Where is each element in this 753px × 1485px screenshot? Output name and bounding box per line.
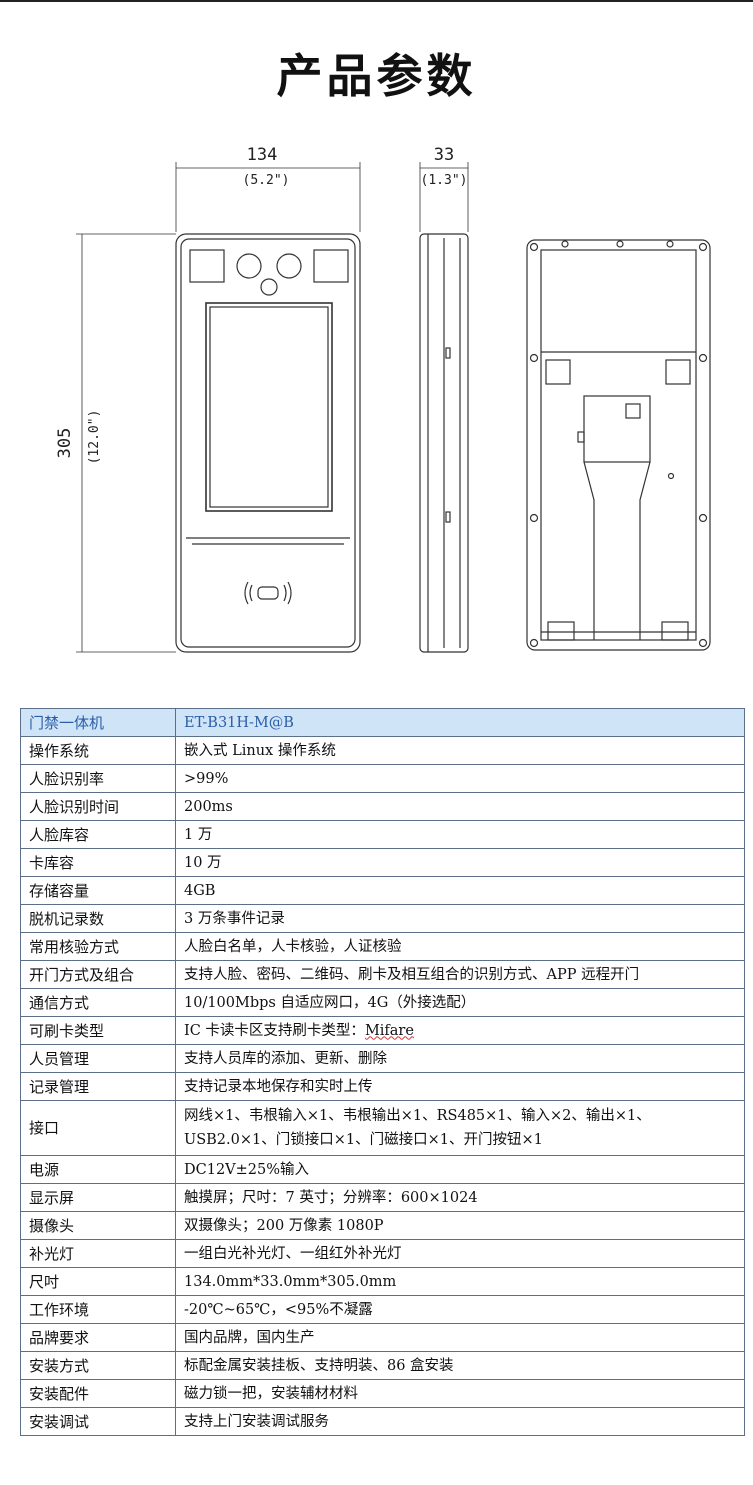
spec-label: 存储容量 [20, 876, 176, 905]
spec-value-card-type: Mifare [364, 1022, 414, 1039]
page-title: 产品参数 [276, 49, 477, 103]
spec-value: 支持人脸、密码、二维码、刷卡及相互组合的识别方式、APP 远程开门 [175, 960, 745, 989]
spec-value: 1 万 [175, 820, 745, 849]
table-row: 电源 DC12V±25%输入 [20, 1155, 745, 1184]
table-row: 安装配件 磁力锁一把，安装辅材材料 [20, 1379, 745, 1408]
spec-value: -20℃~65℃，<95%不凝露 [175, 1295, 745, 1324]
spec-label: 摄像头 [20, 1211, 176, 1240]
spec-value: 双摄像头；200 万像素 1080P [175, 1211, 745, 1240]
spec-label: 可刷卡类型 [20, 1016, 176, 1045]
spec-value: 国内品牌，国内生产 [175, 1323, 745, 1352]
spec-value: >99% [175, 764, 745, 793]
back-view [526, 239, 711, 651]
spec-label: 尺吋 [20, 1267, 176, 1296]
spec-label: 人脸识别率 [20, 764, 176, 793]
spec-value: 支持上门安装调试服务 [175, 1407, 745, 1436]
spec-value: IC 卡读卡区支持刷卡类型：Mifare [175, 1016, 745, 1045]
spec-label: 安装方式 [20, 1351, 176, 1380]
depth-in-label: (1.3") [421, 173, 468, 188]
spec-value: 标配金属安装挂板、支持明装、86 盒安装 [175, 1351, 745, 1380]
spec-value: 10/100Mbps 自适应网口，4G（外接选配） [175, 988, 745, 1017]
spec-value: DC12V±25%输入 [175, 1155, 745, 1184]
technical-drawing: 134 (5.2") 305 (12.0") 33 (1.3") [55, 145, 711, 653]
table-row: 摄像头 双摄像头；200 万像素 1080P [20, 1211, 745, 1240]
spec-label: 人脸库容 [20, 820, 176, 849]
table-row: 补光灯 一组白光补光灯、一组红外补光灯 [20, 1239, 745, 1268]
spec-value: 嵌入式 Linux 操作系统 [175, 736, 745, 765]
width-in-label: (5.2") [243, 173, 290, 188]
height-mm-label: 305 [55, 428, 75, 459]
spec-value: 200ms [175, 792, 745, 821]
table-row: 安装调试 支持上门安装调试服务 [20, 1407, 745, 1436]
front-view [76, 162, 361, 653]
table-row: 存储容量 4GB [20, 876, 745, 905]
spec-value: 4GB [175, 876, 745, 905]
top-rule [0, 0, 753, 2]
spec-label: 接口 [20, 1100, 176, 1156]
height-in-label: (12.0") [87, 410, 102, 465]
table-row: 人员管理 支持人员库的添加、更新、删除 [20, 1044, 745, 1073]
table-row: 安装方式 标配金属安装挂板、支持明装、86 盒安装 [20, 1351, 745, 1380]
spec-header-row: 门禁一体机 ET-B31H-M@B [20, 708, 745, 737]
table-row: 人脸识别时间 200ms [20, 792, 745, 821]
spec-label: 常用核验方式 [20, 932, 176, 961]
spec-label: 品牌要求 [20, 1323, 176, 1352]
spec-header-label: 门禁一体机 [20, 708, 176, 737]
spec-label: 安装调试 [20, 1407, 176, 1436]
spec-value: 一组白光补光灯、一组红外补光灯 [175, 1239, 745, 1268]
spec-label: 补光灯 [20, 1239, 176, 1268]
spec-label: 脱机记录数 [20, 904, 176, 933]
table-row: 人脸库容 1 万 [20, 820, 745, 849]
spec-value: 支持人员库的添加、更新、删除 [175, 1044, 745, 1073]
spec-value: 10 万 [175, 848, 745, 877]
depth-mm-label: 33 [434, 145, 454, 165]
table-row: 人脸识别率 >99% [20, 764, 745, 793]
table-row: 通信方式 10/100Mbps 自适应网口，4G（外接选配） [20, 988, 745, 1017]
spec-value: 网线×1、韦根输入×1、韦根输出×1、RS485×1、输入×2、输出×1、 USB… [175, 1100, 745, 1156]
table-row: 尺吋 134.0mm*33.0mm*305.0mm [20, 1267, 745, 1296]
spec-label: 记录管理 [20, 1072, 176, 1101]
spec-value-line: 网线×1、韦根输入×1、韦根输出×1、RS485×1、输入×2、输出×1、 [184, 1108, 651, 1124]
spec-value: 人脸白名单，人卡核验，人证核验 [175, 932, 745, 961]
width-mm-label: 134 [247, 145, 278, 165]
spec-label: 工作环境 [20, 1295, 176, 1324]
table-row: 接口 网线×1、韦根输入×1、韦根输出×1、RS485×1、输入×2、输出×1、… [20, 1100, 745, 1156]
table-row: 可刷卡类型 IC 卡读卡区支持刷卡类型：Mifare [20, 1016, 745, 1045]
spec-value: 支持记录本地保存和实时上传 [175, 1072, 745, 1101]
spec-label: 人脸识别时间 [20, 792, 176, 821]
spec-value: 134.0mm*33.0mm*305.0mm [175, 1267, 745, 1296]
spec-label: 安装配件 [20, 1379, 176, 1408]
spec-label: 操作系统 [20, 736, 176, 765]
spec-value: 3 万条事件记录 [175, 904, 745, 933]
table-row: 脱机记录数 3 万条事件记录 [20, 904, 745, 933]
spec-value-prefix: IC 卡读卡区支持刷卡类型： [184, 1022, 365, 1039]
table-row: 记录管理 支持记录本地保存和实时上传 [20, 1072, 745, 1101]
spec-label: 卡库容 [20, 848, 176, 877]
table-row: 操作系统 嵌入式 Linux 操作系统 [20, 736, 745, 765]
spec-label: 显示屏 [20, 1183, 176, 1212]
table-row: 卡库容 10 万 [20, 848, 745, 877]
table-row: 显示屏 触摸屏；尺吋：7 英寸；分辨率：600×1024 [20, 1183, 745, 1212]
spec-value: 磁力锁一把，安装辅材材料 [175, 1379, 745, 1408]
spec-value-line: USB2.0×1、门锁接口×1、门磁接口×1、开门按钮×1 [184, 1132, 543, 1148]
table-row: 品牌要求 国内品牌，国内生产 [20, 1323, 745, 1352]
side-view [419, 162, 469, 653]
spec-value: 触摸屏；尺吋：7 英寸；分辨率：600×1024 [175, 1183, 745, 1212]
spec-label: 通信方式 [20, 988, 176, 1017]
spec-header-value: ET-B31H-M@B [175, 708, 745, 737]
spec-label: 电源 [20, 1155, 176, 1184]
spec-table: 门禁一体机 ET-B31H-M@B 操作系统 嵌入式 Linux 操作系统 人脸… [20, 708, 745, 1436]
table-row: 常用核验方式 人脸白名单，人卡核验，人证核验 [20, 932, 745, 961]
spec-label: 人员管理 [20, 1044, 176, 1073]
spec-label: 开门方式及组合 [20, 960, 176, 989]
table-row: 工作环境 -20℃~65℃，<95%不凝露 [20, 1295, 745, 1324]
table-row: 开门方式及组合 支持人脸、密码、二维码、刷卡及相互组合的识别方式、APP 远程开… [20, 960, 745, 989]
